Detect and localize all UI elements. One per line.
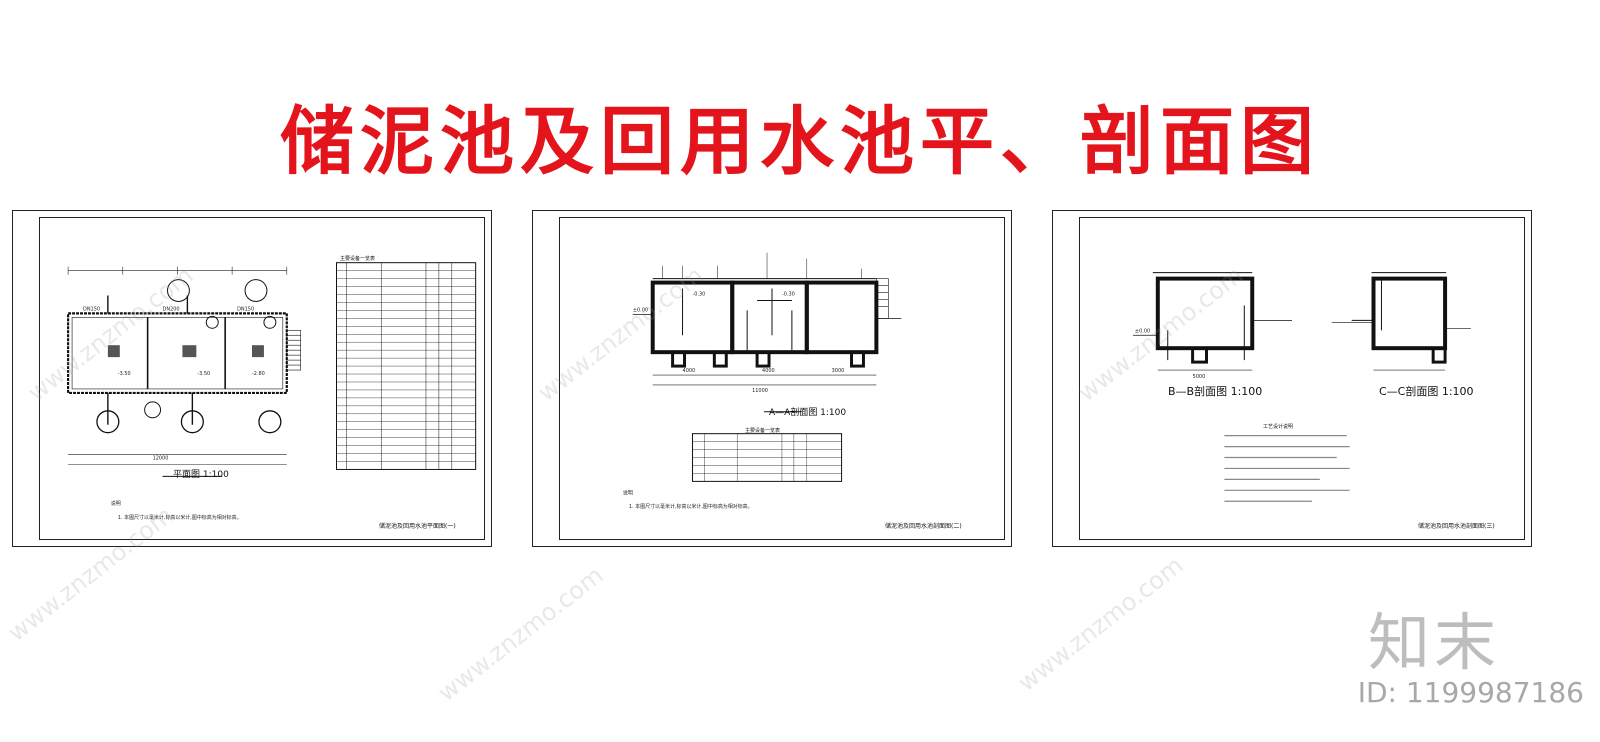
svg-text:4000: 4000 bbox=[683, 368, 696, 374]
sheet-footer: 储泥池及回用水池平面图(一) bbox=[379, 523, 456, 530]
section-aa-caption: A—A剖面图 1:100 bbox=[769, 408, 847, 418]
sheet-footer: 储泥池及回用水池剖面图(三) bbox=[1418, 523, 1495, 530]
section-bb-cc-drawing: 5000 ±0.00 bbox=[1132, 272, 1471, 502]
svg-text:-3.50: -3.50 bbox=[197, 371, 210, 377]
svg-text:DN150: DN150 bbox=[83, 306, 100, 312]
section-bb-caption: B—B剖面图 1:100 bbox=[1168, 385, 1263, 398]
sheet-frame bbox=[1079, 217, 1525, 540]
svg-text:-2.80: -2.80 bbox=[252, 371, 265, 377]
drawing-sheet-section-bb-cc: 5000 ±0.00 B—B剖面图 1:100 C—C剖面图 1:100 工艺设计… bbox=[1052, 210, 1532, 547]
watermark-text: www.znzmo.com bbox=[432, 561, 609, 707]
svg-text:±0.00: ±0.00 bbox=[1135, 328, 1150, 334]
svg-text:DN200: DN200 bbox=[163, 306, 180, 312]
svg-text:3000: 3000 bbox=[832, 368, 845, 374]
watermark-text: www.znzmo.com bbox=[1012, 551, 1189, 697]
svg-text:±0.00: ±0.00 bbox=[633, 307, 648, 313]
notes-title: 工艺设计说明 bbox=[1263, 424, 1294, 430]
svg-text:说明: 说明 bbox=[111, 500, 121, 507]
watermark-id: ID: 1199987186 bbox=[1357, 676, 1584, 709]
page-title: 储泥池及回用水池平、剖面图 bbox=[280, 99, 1320, 185]
drawing-sheet-section-aa: 4000 4000 3000 11000 ±0.00 -0.30 -0.30 说明 1.… bbox=[532, 210, 1012, 547]
svg-text:12000: 12000 bbox=[153, 456, 169, 462]
plan-caption: 平面图 1:100 bbox=[173, 470, 229, 480]
svg-text:1. 本图尺寸以毫米计,标高以米计,图中标高为相对标高。: 1. 本图尺寸以毫米计,标高以米计,图中标高为相对标高。 bbox=[629, 503, 753, 510]
section-cc-caption: C—C剖面图 1:100 bbox=[1379, 385, 1474, 398]
plan-drawing: DN150 DN200 DN150 -3.50 -3.50 -2.80 12000 说明… bbox=[67, 262, 477, 521]
svg-text:11000: 11000 bbox=[752, 388, 768, 394]
sheet-footer: 储泥池及回用水池剖面图(二) bbox=[885, 523, 962, 530]
equipment-table-title: 主要设备一览表 bbox=[340, 256, 376, 262]
sheet-frame bbox=[559, 217, 1005, 540]
svg-text:DN150: DN150 bbox=[237, 306, 254, 312]
svg-text:1. 本图尺寸以毫米计,标高以米计,图中标高为相对标高。: 1. 本图尺寸以毫米计,标高以米计,图中标高为相对标高。 bbox=[118, 514, 242, 521]
svg-text:-3.50: -3.50 bbox=[118, 371, 131, 377]
section-aa-drawing: 4000 4000 3000 11000 ±0.00 -0.30 -0.30 说明 1.… bbox=[623, 252, 902, 510]
sheet-frame bbox=[39, 217, 485, 540]
watermark-logo: 知末 bbox=[1367, 606, 1500, 679]
equipment-table-title: 主要设备一览表 bbox=[745, 428, 781, 434]
svg-text:5000: 5000 bbox=[1193, 374, 1206, 380]
svg-text:说明: 说明 bbox=[623, 489, 633, 496]
svg-text:4000: 4000 bbox=[762, 368, 775, 374]
drawing-sheet-plan: DN150 DN200 DN150 -3.50 -3.50 -2.80 12000 说明… bbox=[12, 210, 492, 547]
svg-text:-0.30: -0.30 bbox=[782, 291, 795, 297]
svg-text:-0.30: -0.30 bbox=[692, 291, 705, 297]
